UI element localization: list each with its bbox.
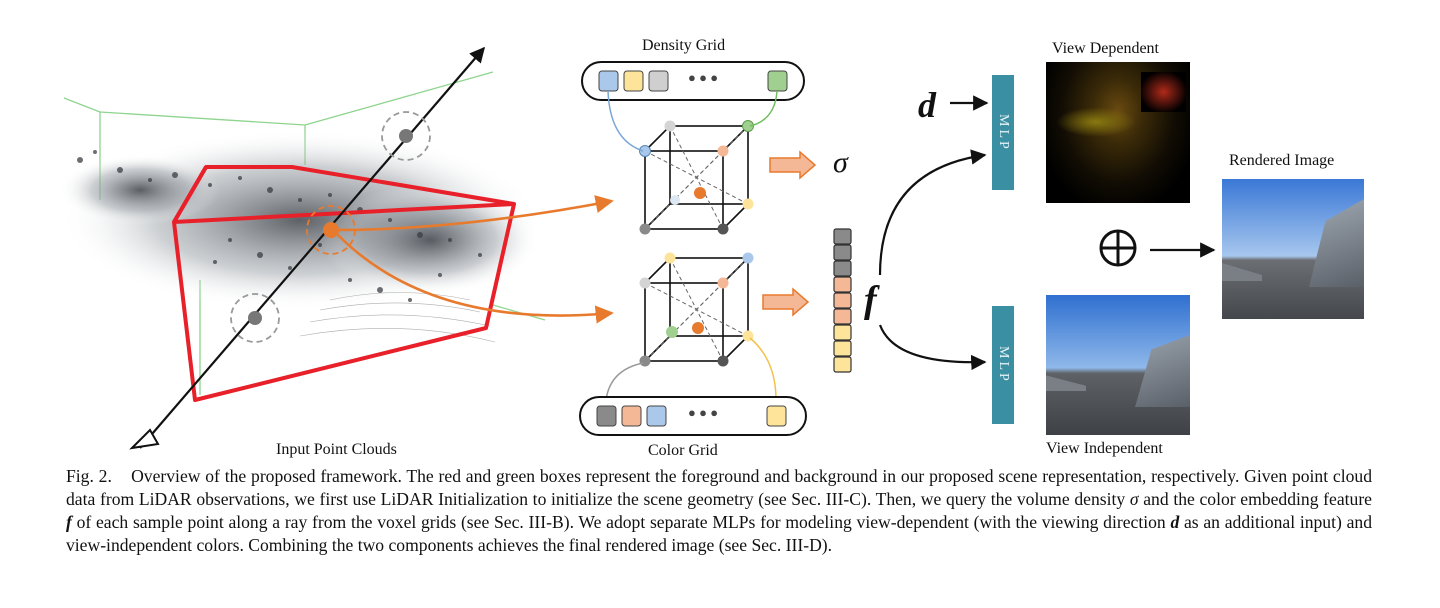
rendered-image [1222, 179, 1364, 319]
caption-d: d [1170, 512, 1180, 532]
mlp-view-dependent: MLP [992, 75, 1014, 190]
caption-text-4: as an additional input) and view-indepen… [66, 512, 1372, 555]
label-view-dependent: View Dependent [1052, 40, 1159, 57]
figure-diagram [60, 46, 1216, 450]
query-color-arrow [334, 231, 614, 324]
camera-ray [139, 46, 486, 449]
label-view-independent: View Independent [1046, 440, 1163, 457]
label-input-point-clouds: Input Point Clouds [276, 441, 397, 458]
caption-text-3: of each sample point along a ray from th… [76, 512, 1166, 532]
figure-caption: Fig. 2. Overview of the proposed framewo… [66, 465, 1372, 557]
density-dots: ● ● ● [688, 70, 719, 85]
label-density-grid: Density Grid [642, 37, 726, 54]
view-independent-image [1046, 295, 1190, 435]
view-dependent-image [1046, 62, 1190, 203]
framework-figure: MLP MLP Input Point Clouds Density Grid … [60, 37, 1364, 459]
caption-label: Fig. 2. [66, 466, 112, 486]
combine-symbol [1099, 229, 1137, 267]
mlp-view-independent: MLP [992, 306, 1014, 424]
color-dots: ● ● ● [688, 405, 719, 420]
caption-sigma: σ [1129, 489, 1139, 509]
point-cloud-scene [60, 46, 614, 450]
label-color-grid: Color Grid [648, 442, 718, 459]
sigma-symbol: σ [833, 146, 848, 179]
caption-f: f [66, 512, 72, 532]
feature-symbol: f [864, 279, 877, 321]
query-density-arrow [334, 195, 614, 232]
caption-text-2: and the color embedding feature [1143, 489, 1372, 509]
camera-icon [129, 428, 160, 450]
label-rendered-image: Rendered Image [1229, 152, 1335, 169]
density-grid [581, 61, 817, 235]
direction-symbol: d [918, 85, 936, 125]
feature-vector [833, 228, 852, 373]
caption-text-1: Overview of the proposed framework. The … [66, 466, 1373, 509]
color-grid [579, 252, 810, 436]
